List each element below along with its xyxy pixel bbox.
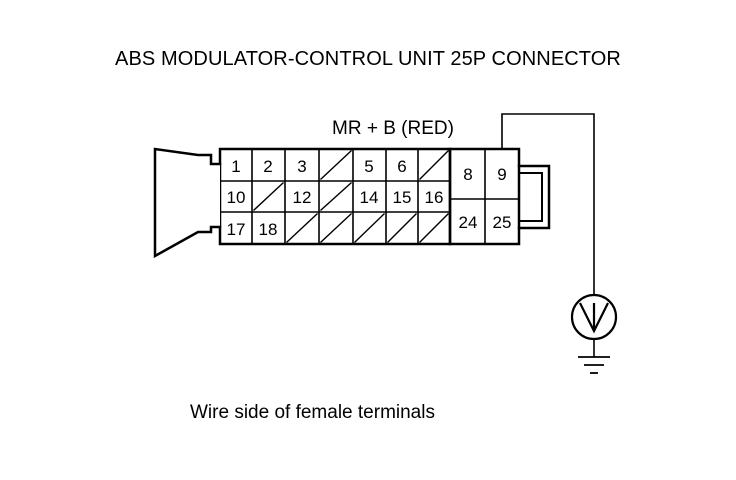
pin-3: 3 xyxy=(297,157,306,176)
pin-15: 15 xyxy=(393,188,412,207)
ground-icon xyxy=(578,356,610,374)
pin-16: 16 xyxy=(425,188,444,207)
pin-25: 25 xyxy=(493,213,512,232)
pin-17: 17 xyxy=(227,220,246,239)
diagram-title: ABS MODULATOR-CONTROL UNIT 25P CONNECTOR xyxy=(115,48,621,70)
test-lead-wire xyxy=(501,113,595,296)
diagram-caption: Wire side of female terminals xyxy=(190,402,435,423)
pin-9: 9 xyxy=(497,165,506,184)
pin-6: 6 xyxy=(397,157,406,176)
signal-label: MR + B (RED) xyxy=(332,118,454,139)
pin-12: 12 xyxy=(293,188,312,207)
pin-24: 24 xyxy=(459,213,478,232)
pin-1: 1 xyxy=(231,157,240,176)
pin-2: 2 xyxy=(263,157,272,176)
pin-18: 18 xyxy=(259,220,278,239)
voltmeter-icon xyxy=(570,293,618,341)
pin-8: 8 xyxy=(463,165,472,184)
pin-14: 14 xyxy=(360,188,379,207)
pin-10: 10 xyxy=(227,188,246,207)
pin-5: 5 xyxy=(364,157,373,176)
connector-latch xyxy=(153,147,222,259)
